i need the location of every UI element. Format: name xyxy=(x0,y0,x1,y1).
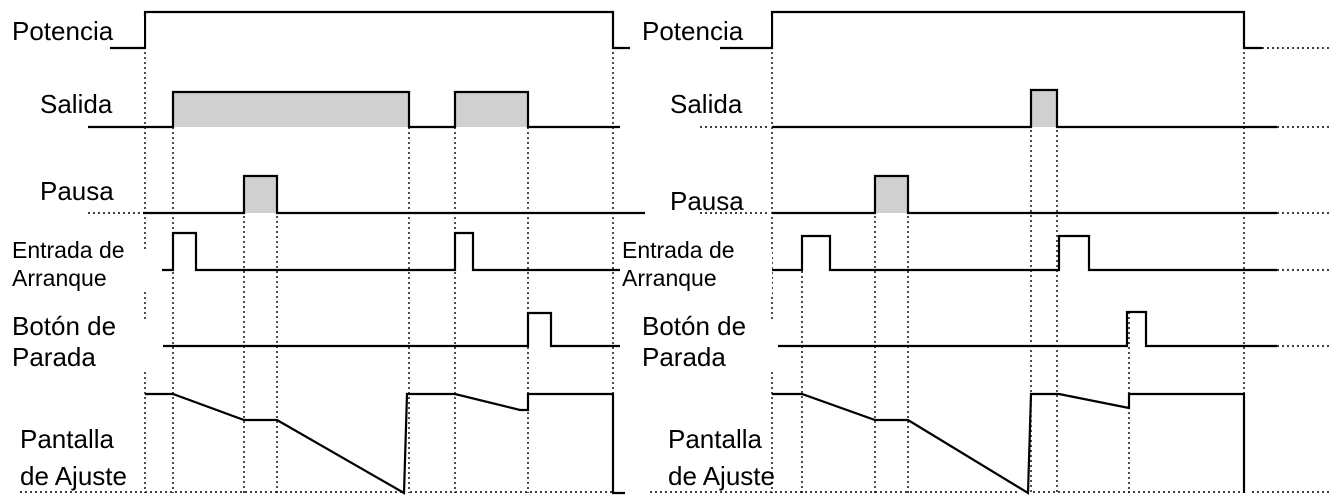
panel-left: Potencia Salida Pausa Entrada de Arranqu… xyxy=(10,10,645,495)
left-pantalla-label-2: de Ajuste xyxy=(20,461,127,491)
right-pantalla-label-2: de Ajuste xyxy=(668,461,775,491)
left-signals xyxy=(88,10,645,495)
right-salida-pulse-fill xyxy=(1031,90,1057,127)
right-parada-trace xyxy=(720,310,1277,348)
right-pausa-label: Pausa xyxy=(670,186,744,216)
left-label-bg xyxy=(10,322,163,372)
left-baseline-dots xyxy=(20,212,612,493)
left-label-bg xyxy=(10,16,144,46)
right-label-bg xyxy=(620,250,772,294)
left-pausa-trace xyxy=(143,174,645,215)
left-salida-pulse-1-fill xyxy=(173,92,409,127)
left-pausa-label: Pausa xyxy=(40,176,114,206)
right-label-backgrounds xyxy=(620,16,778,372)
right-entrada-label-1: Entrada de xyxy=(622,237,735,263)
right-pantalla-label-1: Pantalla xyxy=(668,424,762,454)
left-boton-label-2: Parada xyxy=(12,342,96,372)
right-potencia-trace xyxy=(720,10,1262,50)
left-salida-pulse-2-fill xyxy=(455,92,528,127)
right-boton-label-2: Parada xyxy=(642,342,726,372)
right-pulse-fills xyxy=(875,90,1057,213)
left-boton-label-1: Botón de xyxy=(12,311,116,341)
right-entrada-label-2: Arranque xyxy=(622,265,717,291)
right-pantalla-trace xyxy=(772,392,1246,495)
left-potencia-trace xyxy=(110,10,630,50)
left-pantalla-trace xyxy=(145,392,625,495)
right-pausa-trace xyxy=(772,174,1277,215)
left-entrada-label-1: Entrada de xyxy=(12,237,125,263)
left-salida-trace xyxy=(88,90,620,129)
right-label-bg xyxy=(640,322,778,372)
right-pausa-pulse-fill xyxy=(875,176,908,213)
right-label-bg xyxy=(640,16,771,46)
left-arranque-trace xyxy=(162,231,640,272)
right-salida-trace xyxy=(772,88,1277,129)
right-boton-label-1: Botón de xyxy=(642,311,746,341)
right-signals xyxy=(720,10,1277,495)
left-salida-label: Salida xyxy=(40,89,113,119)
left-pulse-fills xyxy=(173,92,528,213)
left-label-backgrounds xyxy=(10,16,163,372)
left-guide-lines xyxy=(144,12,614,493)
panel-right: Potencia Salida Pausa Entrada de Arranqu… xyxy=(620,10,1332,495)
left-labels: Potencia Salida Pausa Entrada de Arranqu… xyxy=(12,16,127,491)
right-salida-label: Salida xyxy=(670,89,743,119)
right-potencia-label: Potencia xyxy=(642,16,744,46)
left-entrada-label-2: Arranque xyxy=(12,265,107,291)
left-parada-trace xyxy=(120,311,620,348)
right-arranque-trace xyxy=(772,234,1277,272)
left-label-bg xyxy=(10,250,160,292)
left-potencia-label: Potencia xyxy=(12,16,114,46)
right-baseline-dots xyxy=(650,47,1332,493)
right-labels: Potencia Salida Pausa Entrada de Arranqu… xyxy=(622,16,775,491)
left-pantalla-label-1: Pantalla xyxy=(20,424,114,454)
left-pausa-pulse-fill xyxy=(244,176,277,213)
right-guide-lines xyxy=(771,12,1245,493)
